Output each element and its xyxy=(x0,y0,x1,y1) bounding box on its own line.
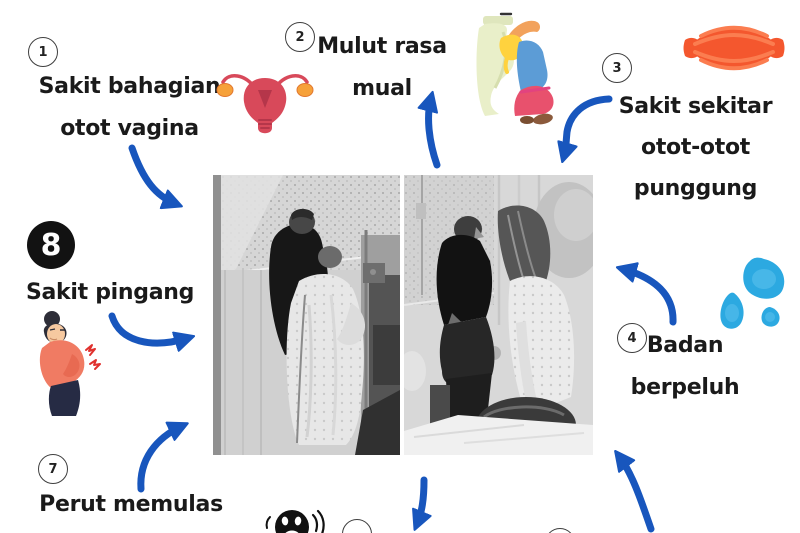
item4-number-circle: 4 xyxy=(617,323,647,353)
back-pain-woman-icon xyxy=(22,310,110,416)
partial-number-circle-bottom-center xyxy=(342,519,372,533)
item2-label-line2: mual xyxy=(352,76,412,101)
item1-label: Sakit bahagian otot vagina xyxy=(32,66,227,150)
item8-number-badge: 8 xyxy=(27,221,75,269)
item2-label-line1: Mulut rasa xyxy=(317,34,447,59)
item3-label-line3: punggung xyxy=(633,176,758,201)
item2-number: 2 xyxy=(295,29,305,45)
labor-support-photo-art xyxy=(213,175,593,455)
screaming-face-icon xyxy=(256,505,330,533)
item8-number: 8 xyxy=(40,227,62,263)
item8-label-line1: Sakit pingang xyxy=(25,280,195,305)
arrow-item1-to-photo xyxy=(128,144,183,210)
item7-label-line1: Perut memulas xyxy=(39,492,223,517)
item1-number-circle: 1 xyxy=(28,37,58,67)
item3-number-circle: 3 xyxy=(602,53,632,83)
muscle-icon xyxy=(683,14,785,82)
item3-label-line2: otot-otot xyxy=(641,135,750,160)
nausea-toilet-icon xyxy=(445,12,557,130)
item4-label: Badan berpeluh xyxy=(625,325,745,409)
item8-label: Sakit pingang xyxy=(20,280,200,305)
photo-left-panel xyxy=(213,175,400,455)
arrow-item4-to-photo xyxy=(615,262,677,326)
item4-label-line2: berpeluh xyxy=(630,375,740,400)
item7-number-circle: 7 xyxy=(38,454,68,484)
partial-number-circle-bottom-right xyxy=(545,528,575,533)
item1-label-line2: otot vagina xyxy=(60,116,199,141)
item7-number: 7 xyxy=(48,461,58,477)
item2-label: Mulut rasa mual xyxy=(312,26,452,110)
item3-label: Sakit sekitar otot-otot punggung xyxy=(598,86,793,209)
item4-label-line1: Badan xyxy=(646,333,724,358)
uterus-icon xyxy=(215,68,315,140)
item4-number: 4 xyxy=(627,330,637,346)
sweat-droplets-icon xyxy=(712,255,792,335)
item1-label-line1: Sakit bahagian xyxy=(38,74,221,99)
labor-support-photo xyxy=(213,175,593,455)
arrow-item8-to-photo xyxy=(108,312,196,352)
arrow-photo-to-bottom-item xyxy=(412,476,432,531)
photo-right-panel xyxy=(404,175,593,455)
arrow-bottom-right-to-photo xyxy=(614,449,655,533)
item3-number: 3 xyxy=(612,60,622,76)
item1-number: 1 xyxy=(38,44,48,60)
arrow-item7-to-photo xyxy=(137,421,189,493)
item2-number-circle: 2 xyxy=(285,22,315,52)
item7-label: Perut memulas xyxy=(36,492,226,517)
item3-label-line1: Sakit sekitar xyxy=(618,94,773,119)
